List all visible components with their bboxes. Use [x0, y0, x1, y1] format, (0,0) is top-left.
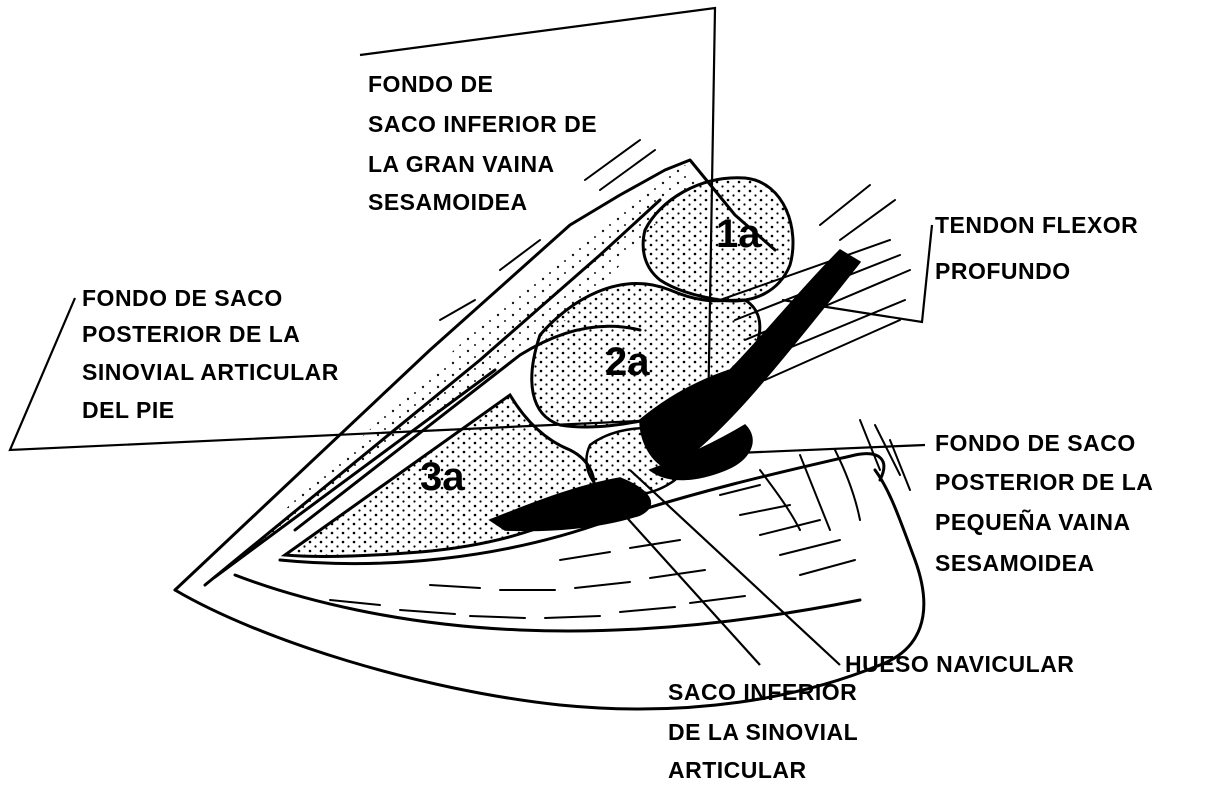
label-line: DEL PIE: [82, 397, 175, 423]
label-line: SACO INFERIOR DE: [368, 111, 597, 137]
bone-label-2: 2a: [605, 340, 650, 384]
label-line: PROFUNDO: [935, 258, 1071, 284]
hoof-outline: [175, 160, 924, 709]
label-line: ARTICULAR: [668, 757, 807, 783]
label-gran-vaina: FONDO DE SACO INFERIOR DE LA GRAN VAINA …: [368, 71, 597, 215]
label-sinovial-pie: FONDO DE SACO POSTERIOR DE LA SINOVIAL A…: [82, 285, 339, 423]
label-line: SINOVIAL ARTICULAR: [82, 359, 339, 385]
label-pequena-vaina: FONDO DE SACO POSTERIOR DE LA PEQUEÑA VA…: [935, 430, 1153, 576]
label-line: SESAMOIDEA: [368, 189, 528, 215]
label-line: SACO INFERIOR: [668, 679, 857, 705]
label-saco-inferior: SACO INFERIOR DE LA SINOVIAL ARTICULAR: [668, 679, 858, 783]
leader-saco-inferior: [620, 510, 760, 665]
bone-label-3: 3a: [420, 455, 465, 499]
label-line: HUESO NAVICULAR: [845, 651, 1074, 677]
label-line: FONDO DE SACO: [82, 285, 283, 311]
label-tendon: TENDON FLEXOR PROFUNDO: [935, 212, 1138, 284]
label-navicular: HUESO NAVICULAR: [845, 651, 1074, 677]
label-line: PEQUEÑA VAINA: [935, 508, 1131, 535]
label-line: DE LA SINOVIAL: [668, 719, 858, 745]
label-line: FONDO DE SACO: [935, 430, 1136, 456]
label-line: POSTERIOR DE LA: [82, 321, 300, 347]
label-line: LA GRAN VAINA: [368, 151, 555, 177]
label-line: POSTERIOR DE LA: [935, 469, 1153, 495]
label-line: FONDO DE: [368, 71, 493, 97]
label-line: SESAMOIDEA: [935, 550, 1095, 576]
label-line: TENDON FLEXOR: [935, 212, 1138, 238]
bone-label-1: 1a: [716, 212, 761, 256]
